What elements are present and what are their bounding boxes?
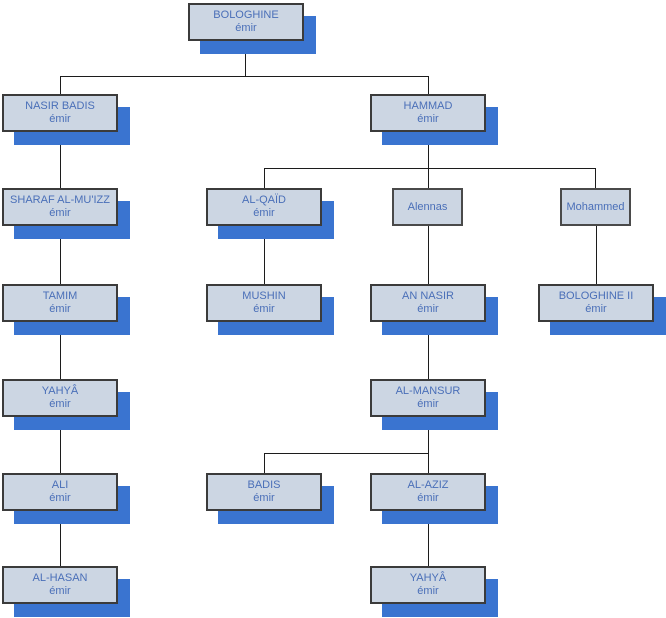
tree-node-al-mansur: AL-MANSUR émir — [370, 379, 486, 417]
tree-node-al-aziz: AL-AZIZ émir — [370, 473, 486, 511]
node-name: BOLOGHINE II — [558, 290, 634, 302]
connector-line — [245, 41, 246, 76]
node-name: BADIS — [247, 479, 281, 491]
node-subtitle: émir — [49, 207, 71, 219]
node-subtitle: émir — [417, 398, 439, 410]
tree-node-mohammed: Mohammed — [560, 188, 631, 226]
tree-node-nasir-badis: NASIR BADIS émir — [2, 94, 118, 132]
node-name: AL-AZIZ — [407, 479, 449, 491]
node-subtitle: émir — [253, 492, 275, 504]
connector-line — [428, 168, 429, 188]
node-name: TAMIM — [42, 290, 78, 302]
node-name: AN NASIR — [402, 290, 454, 302]
tree-node-bologhine: BOLOGHINE émir — [188, 3, 304, 41]
connector-line — [60, 226, 61, 284]
node-name: NASIR BADIS — [25, 100, 95, 112]
node-subtitle: émir — [253, 207, 275, 219]
tree-node-badis: BADIS émir — [206, 473, 322, 511]
connector-line — [428, 453, 429, 473]
connector-line — [264, 453, 265, 473]
connector-line — [428, 417, 429, 453]
node-subtitle: émir — [417, 113, 439, 125]
connector-line — [60, 322, 61, 379]
tree-node-bologhine-ii: BOLOGHINE II émir — [538, 284, 654, 322]
connector-line — [428, 322, 429, 379]
node-subtitle: émir — [585, 303, 607, 315]
connector-line — [60, 417, 61, 473]
node-subtitle: émir — [253, 303, 275, 315]
connector-line — [264, 226, 265, 284]
tree-node-mushin: MUSHIN émir — [206, 284, 322, 322]
tree-node-hammad: HAMMAD émir — [370, 94, 486, 132]
connector-line — [60, 132, 61, 188]
connector-line — [428, 226, 429, 284]
node-name: AL-MANSUR — [395, 385, 461, 397]
node-subtitle: émir — [49, 303, 71, 315]
connector-line — [264, 168, 596, 169]
node-subtitle: émir — [49, 398, 71, 410]
node-name: YAHYÂ — [41, 385, 79, 397]
connector-line — [60, 76, 61, 94]
node-name: SHARAF AL-MU'IZZ — [10, 194, 110, 206]
node-subtitle: émir — [417, 303, 439, 315]
tree-node-al-hasan: AL-HASAN émir — [2, 566, 118, 604]
node-name: ALI — [51, 479, 69, 491]
connector-line — [264, 453, 429, 454]
connector-line — [428, 76, 429, 94]
node-name: Alennas — [407, 200, 448, 213]
node-name: MUSHIN — [242, 290, 286, 302]
node-subtitle: émir — [417, 585, 439, 597]
tree-node-sharaf-al-muizz: SHARAF AL-MU'IZZ émir — [2, 188, 118, 226]
connector-line — [595, 168, 596, 188]
connector-line — [596, 226, 597, 284]
node-name: Mohammed — [566, 200, 625, 213]
node-subtitle: émir — [49, 492, 71, 504]
node-subtitle: émir — [417, 492, 439, 504]
connector-line — [428, 511, 429, 566]
connector-line — [60, 76, 429, 77]
node-subtitle: émir — [49, 585, 71, 597]
tree-node-tamim: TAMIM émir — [2, 284, 118, 322]
tree-node-an-nasir: AN NASIR émir — [370, 284, 486, 322]
connector-line — [428, 132, 429, 168]
connector-line — [264, 168, 265, 188]
node-subtitle: émir — [49, 113, 71, 125]
node-name: AL-QAÏD — [241, 194, 286, 206]
tree-node-al-qaid: AL-QAÏD émir — [206, 188, 322, 226]
node-name: YAHYÂ — [409, 572, 447, 584]
tree-node-yahya-ii: YAHYÂ émir — [370, 566, 486, 604]
node-name: HAMMAD — [403, 100, 453, 112]
tree-node-yahya: YAHYÂ émir — [2, 379, 118, 417]
tree-node-alennas: Alennas — [392, 188, 463, 226]
node-subtitle: émir — [235, 22, 257, 34]
tree-node-ali: ALI émir — [2, 473, 118, 511]
node-name: AL-HASAN — [32, 572, 88, 584]
connector-line — [60, 511, 61, 566]
node-name: BOLOGHINE — [213, 9, 279, 21]
